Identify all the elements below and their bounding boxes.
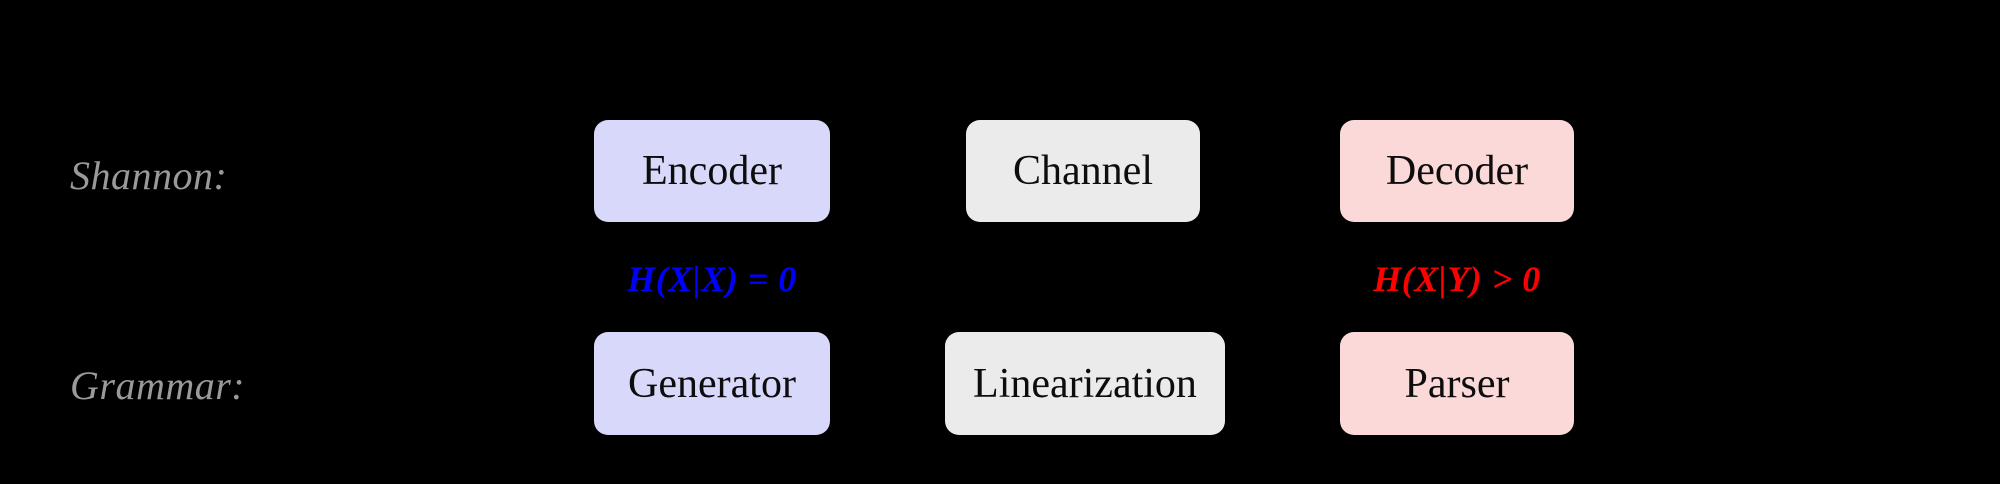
node-encoder-label: Encoder xyxy=(642,148,782,194)
node-parser-label: Parser xyxy=(1404,360,1510,407)
node-channel[interactable]: Channel xyxy=(966,120,1200,222)
row-label-grammar: Grammar: xyxy=(70,363,246,408)
node-linearization[interactable]: Linearization xyxy=(945,332,1225,435)
annotation-entropy-encoder-text: H(X|X) = 0 xyxy=(627,259,797,299)
node-linearization-label: Linearization xyxy=(973,360,1197,407)
row-label-shannon: Shannon: xyxy=(70,153,228,198)
node-generator[interactable]: Generator xyxy=(594,332,830,435)
annotation-entropy-encoder: H(X|X) = 0 xyxy=(594,258,830,300)
node-parser[interactable]: Parser xyxy=(1340,332,1574,435)
node-encoder[interactable]: Encoder xyxy=(594,120,830,222)
node-decoder[interactable]: Decoder xyxy=(1340,120,1574,222)
node-decoder-label: Decoder xyxy=(1385,148,1529,194)
annotation-entropy-decoder: H(X|Y) > 0 xyxy=(1340,258,1574,300)
annotation-entropy-decoder-text: H(X|Y) > 0 xyxy=(1373,259,1541,299)
node-channel-label: Channel xyxy=(1013,148,1153,194)
node-generator-label: Generator xyxy=(628,360,796,407)
